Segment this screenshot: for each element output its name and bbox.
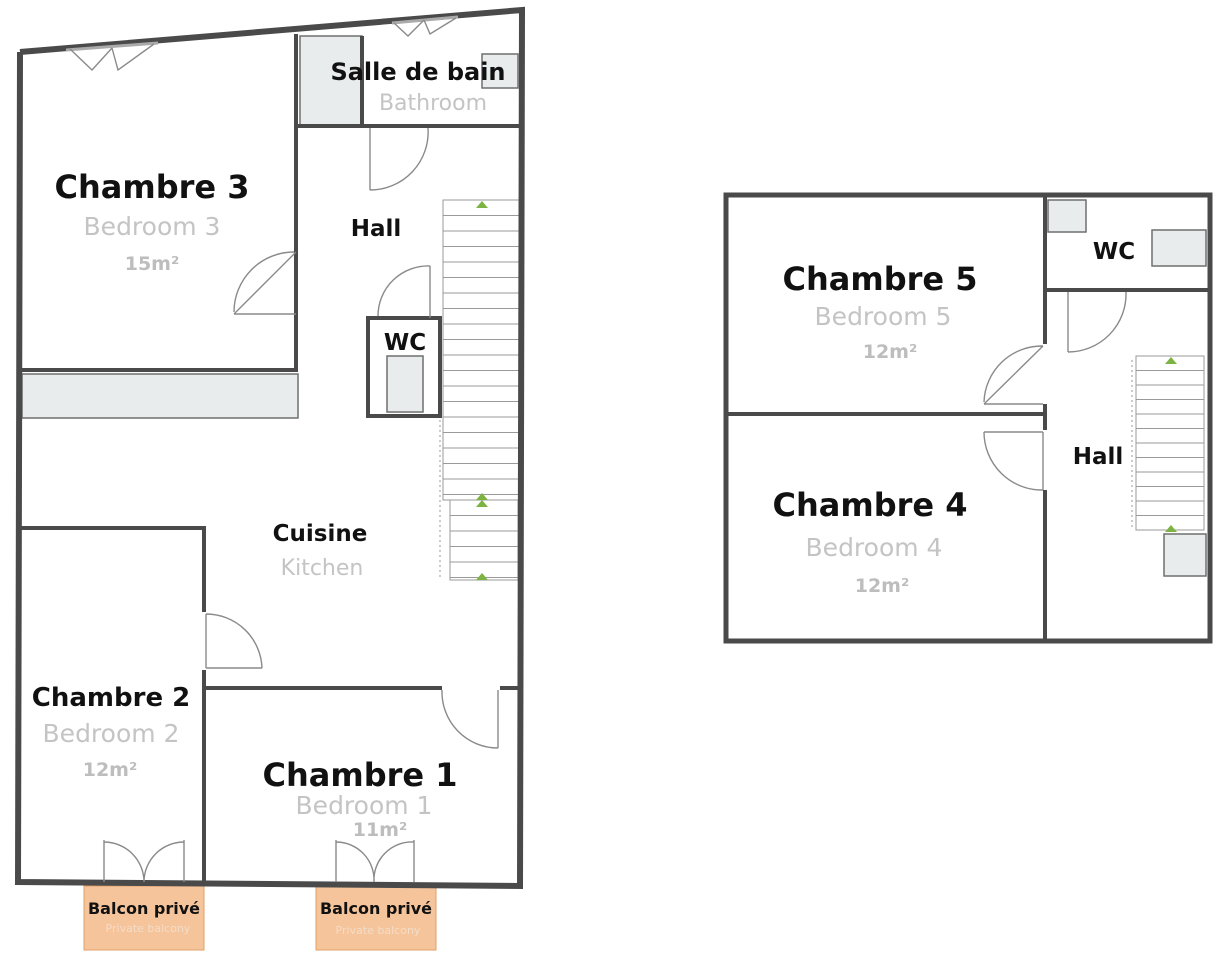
upper-floor-plan: Chambre 5 Bedroom 5 12m² Chambre 4 Bedro… bbox=[723, 192, 1213, 644]
bedroom2-area: 12m² bbox=[83, 759, 138, 781]
balcony-door-bedroom1 bbox=[335, 840, 415, 883]
bedroom1-label: Chambre 1 bbox=[263, 756, 458, 794]
upper-fixture bbox=[1163, 533, 1207, 577]
bedroom2-label: Chambre 2 bbox=[32, 683, 190, 713]
door-bedroom3 bbox=[233, 251, 297, 315]
balcony-left-label-en: Private balcony bbox=[106, 922, 191, 935]
balcony-left-label: Balcon privé bbox=[88, 899, 200, 918]
outer-wall bbox=[14, 6, 526, 890]
window-bathroom bbox=[391, 15, 459, 37]
bathroom-label: Salle de bain bbox=[330, 58, 505, 86]
bedroom4-label-en: Bedroom 4 bbox=[806, 533, 943, 562]
kitchen-label-en: Kitchen bbox=[281, 556, 364, 581]
stair-arrow-icon bbox=[476, 500, 488, 507]
balcony-door-bedroom2 bbox=[103, 840, 185, 883]
staircase-upper bbox=[1131, 355, 1205, 532]
door-bedroom1 bbox=[441, 689, 499, 749]
bathroom-label-en: Bathroom bbox=[379, 91, 487, 116]
window-bedroom3 bbox=[65, 41, 159, 72]
stair-arrow-icon bbox=[1165, 357, 1177, 364]
bedroom4-area: 12m² bbox=[855, 575, 910, 597]
bedroom1-label-en: Bedroom 1 bbox=[296, 791, 433, 820]
upper-sink-fixture bbox=[1047, 199, 1087, 233]
stair-arrow-icon bbox=[476, 201, 488, 208]
interior-wall bbox=[18, 34, 520, 882]
upper-interior-wall bbox=[726, 195, 1210, 641]
bedroom4-label: Chambre 4 bbox=[773, 486, 968, 524]
ground-floor-plan: Salle de bain Bathroom Chambre 3 Bedroom… bbox=[14, 6, 526, 951]
bathroom-sink-fixture bbox=[481, 53, 519, 89]
balcony-left bbox=[83, 885, 205, 951]
bedroom3-area: 15m² bbox=[125, 253, 180, 275]
door-wc bbox=[377, 265, 431, 318]
bedroom5-area: 12m² bbox=[863, 341, 918, 363]
toilet-fixture bbox=[386, 355, 424, 413]
kitchen-label: Cuisine bbox=[273, 521, 368, 547]
stair-arrow-icon bbox=[1165, 525, 1177, 532]
balcony-right-label: Balcon privé bbox=[320, 899, 432, 918]
bedroom1-area: 11m² bbox=[353, 819, 408, 841]
wc-label: WC bbox=[384, 330, 426, 356]
bathtub-fixture bbox=[299, 35, 363, 127]
upper-toilet-fixture bbox=[1151, 229, 1207, 267]
door-bedroom2 bbox=[205, 613, 263, 669]
upper-outer-wall bbox=[723, 192, 1213, 644]
bedroom3-label: Chambre 3 bbox=[55, 168, 250, 206]
balcony-right bbox=[315, 885, 437, 951]
bedroom5-label: Chambre 5 bbox=[783, 260, 978, 298]
door-bedroom4 bbox=[983, 431, 1044, 491]
balcony-right-label-en: Private balcony bbox=[336, 924, 421, 937]
stair-arrow-icon bbox=[476, 493, 488, 500]
bedroom2-label-en: Bedroom 2 bbox=[43, 719, 180, 748]
counter-fixture bbox=[21, 373, 299, 419]
wc-walls bbox=[366, 316, 442, 418]
upper-wc-label: WC bbox=[1093, 239, 1135, 265]
door-bathroom bbox=[369, 127, 429, 191]
hall-label: Hall bbox=[351, 216, 402, 242]
staircase-ground bbox=[439, 199, 520, 581]
upper-hall-label: Hall bbox=[1073, 444, 1124, 470]
bedroom5-label-en: Bedroom 5 bbox=[815, 302, 952, 331]
bedroom3-label-en: Bedroom 3 bbox=[84, 212, 221, 241]
door-bedroom5 bbox=[983, 345, 1044, 405]
stair-arrow-icon bbox=[476, 573, 488, 580]
door-upper-wc bbox=[1067, 291, 1127, 353]
